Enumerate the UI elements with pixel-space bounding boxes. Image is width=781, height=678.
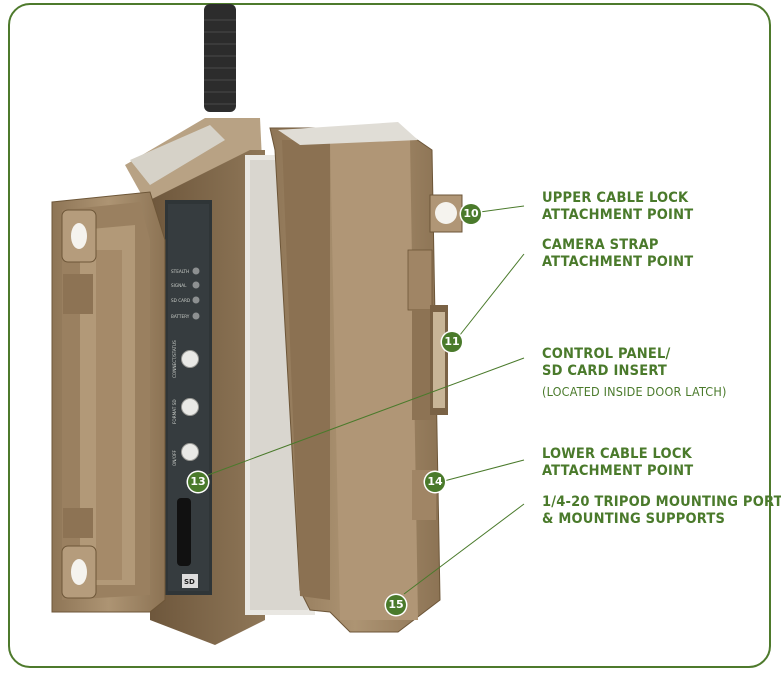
antenna (204, 4, 236, 112)
callout-badge-14: 14 (425, 472, 445, 492)
leader-lines (207, 205, 525, 595)
callout-10-line2: ATTACHMENT POINT (542, 207, 694, 223)
callout-15-line1: 1/4-20 TRIPOD MOUNTING PORT (542, 494, 781, 510)
callout-14-line2: ATTACHMENT POINT (542, 463, 694, 479)
format-sd-label: FORMAT SD (172, 399, 177, 424)
callout-label-15: 1/4-20 TRIPOD MOUNTING PORT & MOUNTING S… (542, 494, 781, 528)
connect-status-button[interactable] (181, 350, 199, 368)
callout-14-line1: LOWER CABLE LOCK (542, 446, 692, 462)
sd-label: SD (184, 578, 195, 586)
callout-10-line1: UPPER CABLE LOCK (542, 190, 689, 206)
callout-13-line2: SD CARD INSERT (542, 363, 668, 379)
door-lock-hole-bottom (71, 559, 87, 585)
callout-label-11: CAMERA STRAP ATTACHMENT POINT (542, 237, 693, 271)
led-signal (192, 281, 200, 289)
on-off-label: ON/OFF (172, 449, 177, 466)
led-stealth (192, 267, 200, 275)
led-label-stealth: STEALTH (171, 269, 189, 274)
callout-11-line2: ATTACHMENT POINT (542, 254, 694, 270)
sd-card-slot[interactable] (177, 498, 191, 566)
on-off-button[interactable] (181, 443, 199, 461)
led-label-signal: SIGNAL (171, 283, 187, 288)
camera-top (125, 118, 262, 210)
callout-13-line1: CONTROL PANEL/ (542, 346, 671, 362)
status-leds: STEALTH SIGNAL SD CARD BATTERY (171, 267, 200, 320)
callout-13-line3: (LOCATED INSIDE DOOR LATCH) (542, 384, 727, 399)
callout-11-line1: CAMERA STRAP (542, 237, 659, 253)
led-sd-card (192, 296, 200, 304)
connect-status-label: CONNECT/STATUS (172, 340, 177, 378)
callout-label-14: LOWER CABLE LOCK ATTACHMENT POINT (542, 446, 693, 480)
callout-badge-10: 10 (461, 204, 481, 224)
callout-label-13: CONTROL PANEL/ SD CARD INSERT (LOCATED I… (542, 346, 727, 400)
led-battery (192, 312, 200, 320)
led-label-sd-card: SD CARD (171, 298, 190, 303)
led-label-battery: BATTERY (171, 314, 190, 319)
callout-badge-13: 13 (188, 472, 208, 492)
door-lock-hole-top (71, 223, 87, 249)
sd-label-box (182, 574, 198, 588)
panel-buttons: CONNECT/STATUS FORMAT SD ON/OFF (172, 340, 199, 466)
callout-badge-11: 11 (442, 332, 462, 352)
callout-label-10: UPPER CABLE LOCK ATTACHMENT POINT (542, 190, 693, 224)
callout-badge-15: 15 (386, 595, 406, 615)
callout-15-line2: & MOUNTING SUPPORTS (542, 511, 726, 527)
format-sd-button[interactable] (181, 398, 199, 416)
